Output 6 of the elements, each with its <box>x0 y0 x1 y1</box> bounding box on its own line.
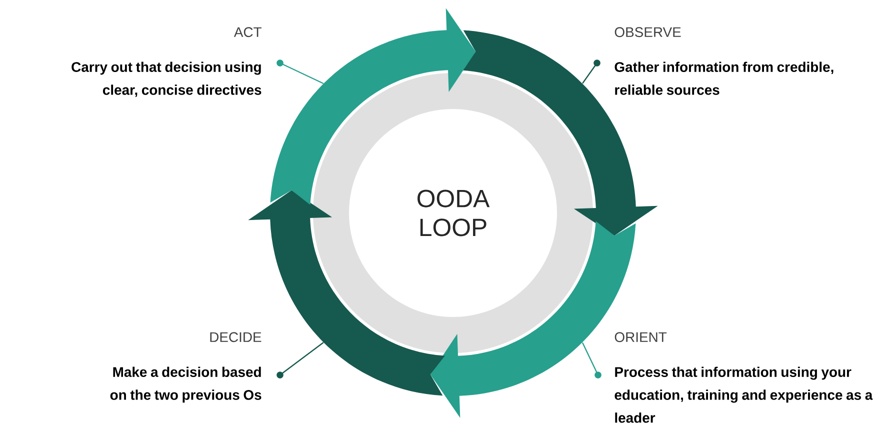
stage-text: ACT Carry out that decision using clear, concise directives <box>72 27 262 97</box>
stage-text: ORIENT Process that information using your education, training and experience as a leader <box>614 332 873 423</box>
stage-text: OBSERVE Gather information from credible, reliable sources <box>614 27 834 95</box>
stage-text: DECIDE Make a decision based on the two previous Os <box>110 332 262 403</box>
leader-line <box>582 62 598 84</box>
leader-line <box>280 342 324 376</box>
